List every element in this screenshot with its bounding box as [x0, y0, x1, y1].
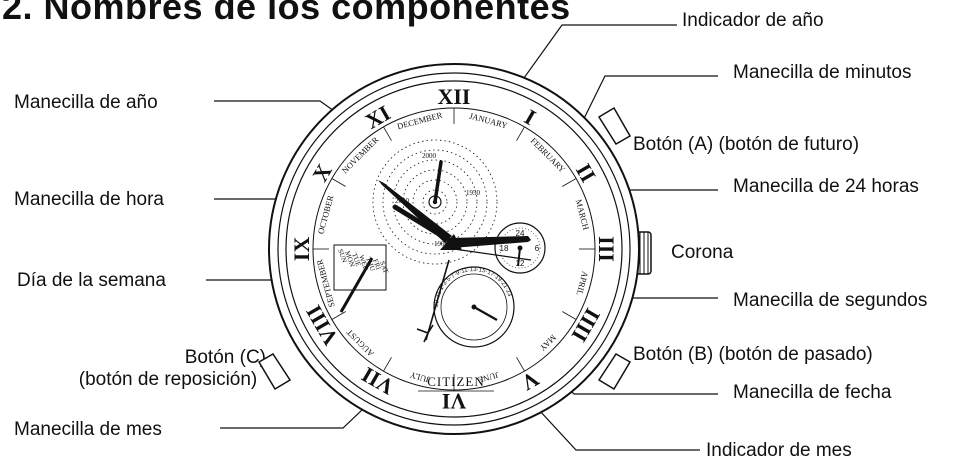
- weekday-hand: [339, 257, 374, 313]
- main-hands: [339, 160, 532, 343]
- page-title: 2. Nombres de los componentes: [2, 0, 571, 27]
- button-c[interactable]: [257, 352, 292, 391]
- month-july: JULY: [409, 370, 431, 385]
- numeral-3: III: [594, 236, 619, 262]
- month-hand: [425, 259, 450, 341]
- label-year-indicator: Indicador de año: [682, 10, 824, 31]
- subdial-24h-top: 24: [516, 229, 525, 238]
- numeral-6: VI: [442, 389, 466, 414]
- month-divider-1: [516, 126, 525, 141]
- numeral-9: IX: [289, 237, 314, 262]
- year-label-2: 1900: [434, 240, 449, 248]
- numeral-0: XII: [437, 84, 470, 109]
- label-button-b: Botón (B) (botón de pasado): [633, 344, 873, 365]
- month-divider-4: [562, 311, 577, 320]
- year-label-1: 1950: [466, 189, 481, 197]
- label-month-indicator: Indicador de mes: [706, 440, 852, 461]
- hands-pivot-cap: [440, 234, 462, 250]
- label-second-hand: Manecilla de segundos: [733, 290, 928, 311]
- second-hand: [453, 248, 532, 261]
- subdial-24h: 24 6 12 18: [494, 222, 546, 274]
- label-button-a: Botón (A) (botón de futuro): [633, 134, 860, 155]
- label-button-c-line1: Botón (C): [184, 347, 266, 368]
- minute-hand: [450, 236, 531, 248]
- button-a[interactable]: [597, 106, 632, 146]
- subdial-24h-bottom: 12: [516, 259, 525, 268]
- label-year-hand: Manecilla de año: [14, 92, 158, 113]
- year-label-0: 2000: [422, 152, 437, 160]
- weekday-fri: FRI: [371, 258, 382, 272]
- subdial-24h-right: 6: [535, 244, 540, 253]
- month-divider-5: [516, 357, 525, 372]
- month-divider-11: [383, 126, 392, 141]
- year-indicator-hand: [433, 160, 443, 204]
- 24h-hand: [517, 247, 521, 267]
- label-minute-hand: Manecilla de minutos: [733, 62, 912, 83]
- subdial-date: 29·31·1·3·5·7·9·11·13·15·17·19·21·23: [433, 266, 515, 348]
- month-divider-7: [383, 357, 392, 372]
- year-hand: [378, 180, 452, 243]
- label-hour-hand: Manecilla de hora: [14, 189, 164, 210]
- label-weekday: Día de la semana: [17, 270, 166, 291]
- subdial-24h-left: 18: [500, 244, 509, 253]
- label-month-hand: Manecilla de mes: [14, 419, 162, 440]
- month-divider-2: [562, 178, 577, 187]
- brand-logo-text: CITIZEN: [427, 374, 485, 389]
- month-divider-8: [331, 311, 346, 320]
- button-b[interactable]: [597, 352, 632, 391]
- label-button-c-line2: (botón de reposición): [78, 369, 258, 390]
- date-hand: [473, 306, 498, 321]
- label-24h-hand: Manecilla de 24 horas: [733, 176, 919, 197]
- month-divider-10: [331, 178, 346, 187]
- label-crown: Corona: [671, 242, 734, 263]
- label-date-hand: Manecilla de fecha: [733, 382, 892, 403]
- hour-hand: [392, 204, 455, 245]
